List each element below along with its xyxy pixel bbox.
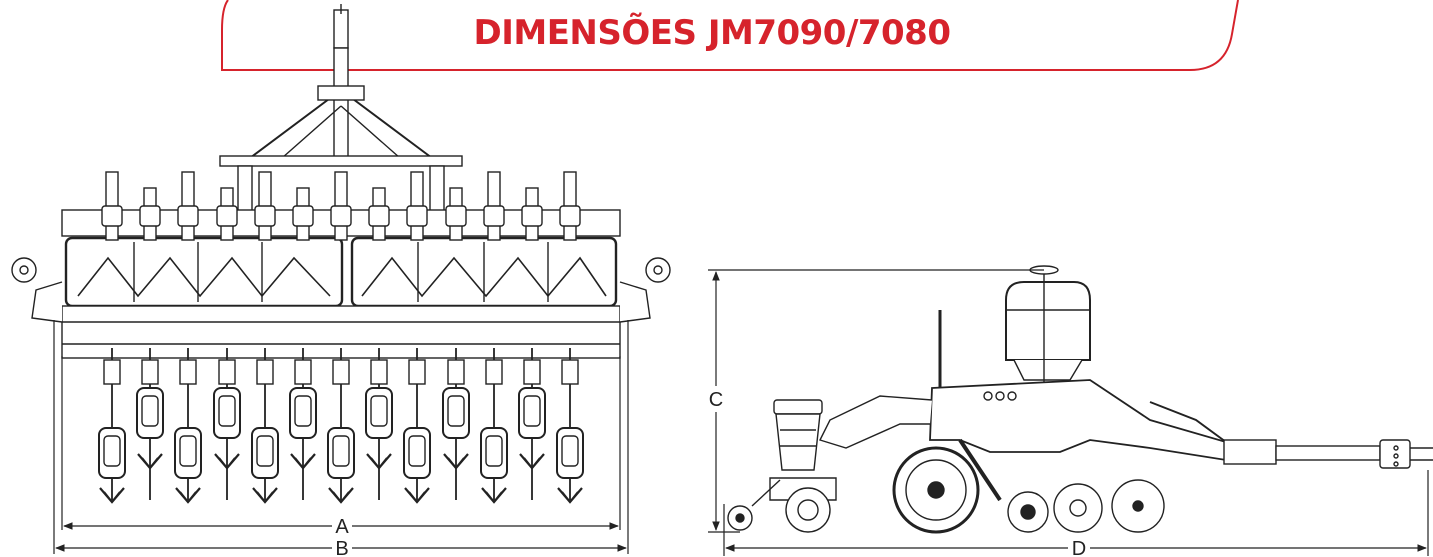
dimension-a-label: A <box>335 516 349 538</box>
dimension-d-label: D <box>1072 538 1086 557</box>
drawbar <box>1149 401 1433 469</box>
title-banner: DIMENSÕES JM7090/7080 <box>221 0 1239 71</box>
seed-hoppers <box>64 236 618 308</box>
row-marker-right <box>619 257 671 323</box>
hitch-tower <box>219 4 463 213</box>
page-title: DIMENSÕES JM7090/7080 <box>474 12 951 53</box>
side-view <box>727 265 1433 534</box>
front-view <box>11 4 671 504</box>
dimension-d: D <box>723 470 1429 557</box>
drive-wheel <box>892 446 980 534</box>
dimension-a: A <box>61 356 621 538</box>
seed-hopper-side <box>769 399 837 501</box>
dimension-c: C <box>704 269 1044 533</box>
fertilizer-tank <box>1005 265 1091 420</box>
dimension-c-label: C <box>709 389 723 411</box>
dimension-b: B <box>53 320 629 557</box>
dimension-b-label: B <box>335 538 348 557</box>
row-marker-left <box>11 257 63 323</box>
chassis-frame <box>929 379 1227 462</box>
planting-row-units <box>98 171 584 504</box>
title-banner-frame <box>221 0 1239 71</box>
press-wheels <box>727 479 1165 533</box>
